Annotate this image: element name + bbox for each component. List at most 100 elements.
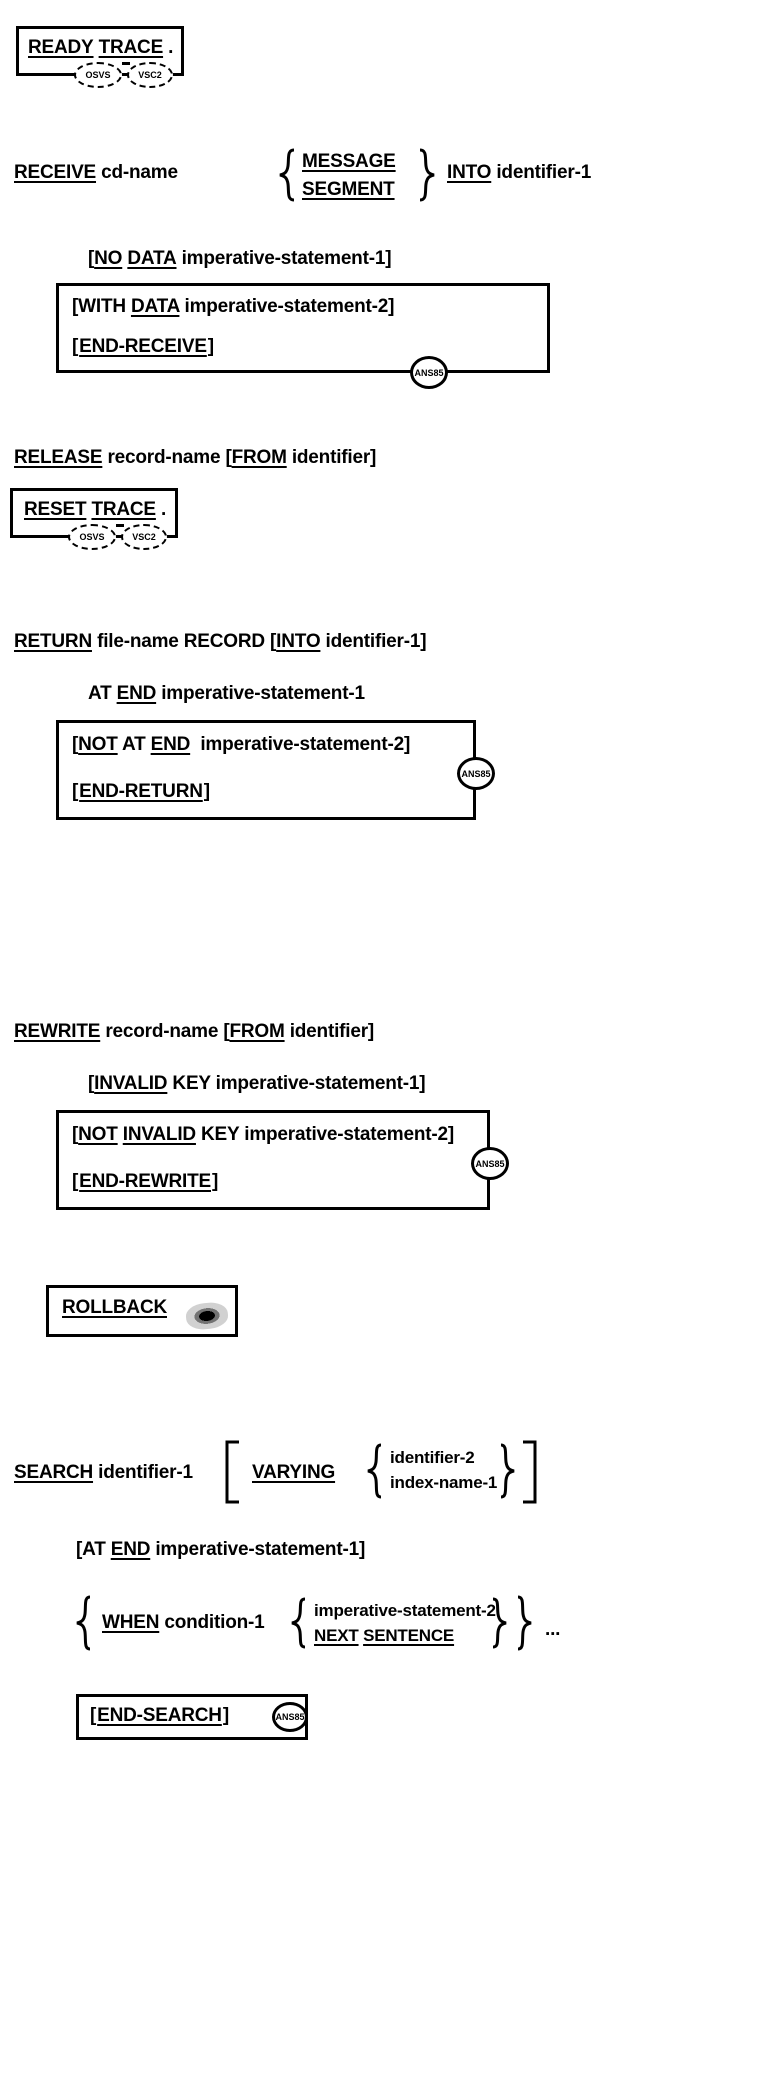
reset-trace-statement: RESET TRACE . [24, 500, 166, 519]
search-at-end-option: [AT END imperative-statement-1] [76, 1540, 365, 1559]
keyword-rewrite: REWRITE [14, 1021, 101, 1042]
release-statement: RELEASE record-name [FROM identifier] [14, 448, 376, 467]
keyword-reset: RESET [24, 499, 87, 520]
osvs-bubble-1: OSVS [74, 62, 122, 88]
keyword-record: RECORD [183, 631, 265, 652]
bracket-close-2: ] [207, 336, 214, 357]
keyword-end-1: END [116, 683, 157, 704]
keyword-invalid-1: INVALID [94, 1073, 168, 1094]
ans85-bubble-search: ANS85 [272, 1702, 308, 1732]
brace-right-receive [419, 148, 435, 202]
keyword-from-2: FROM [229, 1021, 285, 1042]
operand-identifier-1c: identifier-1 [325, 631, 421, 652]
bracket-open-2: [ [72, 336, 79, 357]
bracket-right-search [523, 1440, 537, 1504]
keyword-varying-wrap: VARYING [252, 1463, 335, 1482]
keyword-end-3: END [110, 1539, 151, 1560]
alternative-segment: SEGMENT [302, 180, 395, 199]
operand-identifier-1e: identifier-1 [98, 1462, 193, 1483]
bracket-open-3: [ [225, 447, 232, 468]
keyword-end-2: END [150, 734, 191, 755]
at-end-prefix: [AT [76, 1539, 111, 1560]
at-prefix-1: AT [88, 683, 117, 704]
keyword-from-1: FROM [231, 447, 287, 468]
keyword-data-2: DATA [130, 296, 180, 317]
receive-no-data-option: [NO DATA imperative-statement-1] [88, 248, 392, 269]
ans85-bubble-return: ANS85 [457, 757, 495, 790]
brace-left-receive [279, 148, 295, 202]
operand-identifier-1b: identifier] [291, 447, 377, 468]
return-head: RETURN file-name RECORD [INTO identifier… [14, 631, 427, 652]
keyword-when: WHEN [102, 1612, 160, 1633]
bubble-connector-2 [116, 524, 124, 527]
with-prefix: [WITH [72, 296, 131, 317]
bracket-close-4: ] [420, 631, 427, 652]
keyword-invalid-2: INVALID [122, 1124, 196, 1145]
keyword-end-return: END-RETURN [79, 781, 203, 802]
imperative-statement-1c: imperative-statement-1 [150, 1539, 359, 1560]
bracket-open-4: [ [270, 631, 277, 652]
at-mid-1: AT [117, 734, 151, 755]
keyword-sentence: SENTENCE [363, 1626, 455, 1645]
search-end-line: [END-SEARCH] [90, 1706, 229, 1725]
search-alt-index-name-1: index-name-1 [390, 1474, 497, 1491]
search-when-alt-next-sentence: NEXT SENTENCE [314, 1627, 454, 1644]
search-when-alt-imperative: imperative-statement-2 [314, 1602, 496, 1619]
keyword-release: RELEASE [14, 447, 103, 468]
bracket-open-5: [ [72, 734, 79, 755]
operand-identifier-1: identifier-1 [496, 162, 592, 183]
key-imp-2: KEY imperative-statement-2] [195, 1124, 454, 1145]
keyword-receive: RECEIVE [14, 162, 97, 183]
bracket-close-10: ] [212, 1171, 219, 1192]
operand-identifier-1d: identifier] [289, 1021, 375, 1042]
keyword-ready: READY [28, 37, 94, 58]
keyword-varying: VARYING [252, 1462, 336, 1483]
ellipsis-mark: ... [545, 1619, 561, 1640]
brace-left-when-inner [291, 1597, 306, 1649]
keyword-into-1: INTO [447, 162, 492, 183]
bracket-open-6: [ [72, 781, 79, 802]
search-ellipsis: ... [545, 1620, 560, 1639]
keyword-not-1: NOT [78, 734, 118, 755]
operand-imperative-statement-1a: imperative-statement-1] [181, 248, 392, 269]
brace-right-search [500, 1443, 515, 1499]
imperative-statement-2a: imperative-statement-2] [179, 296, 395, 317]
operand-record-name-2: record-name [105, 1021, 219, 1042]
bracket-left-search [225, 1440, 239, 1504]
keyword-trace-2: TRACE [91, 499, 156, 520]
rewrite-not-invalid-line: [NOT INVALID KEY imperative-statement-2] [72, 1125, 454, 1144]
operand-condition-1: condition-1 [164, 1612, 265, 1633]
keyword-segment: SEGMENT [302, 179, 395, 200]
operand-index-name-1: index-name-1 [390, 1473, 498, 1492]
operand-imperative-statement-2c: imperative-statement-2 [314, 1601, 496, 1620]
bracket-open-1: [ [88, 248, 95, 269]
receive-end-line: [END-RECEIVE] [72, 337, 214, 356]
brace-right-when-inner [492, 1597, 507, 1649]
period-1: . [168, 37, 174, 58]
brace-left-when [76, 1595, 91, 1651]
operand-record-name-1: record-name [107, 447, 221, 468]
bracket-close-6: ] [203, 781, 210, 802]
key-imp-1: KEY imperative-statement-1] [167, 1073, 426, 1094]
keyword-rollback: ROLLBACK [62, 1297, 167, 1318]
bracket-close-12: ] [222, 1705, 229, 1726]
bracket-open-12: [ [90, 1705, 97, 1726]
imperative-statement-2b: imperative-statement-2] [195, 734, 411, 755]
keyword-no: NO [94, 248, 123, 269]
ans85-bubble-rewrite: ANS85 [471, 1147, 509, 1180]
keyword-end-rewrite: END-REWRITE [79, 1171, 211, 1192]
search-head: SEARCH identifier-1 [14, 1463, 193, 1482]
bracket-open-9: [ [72, 1124, 79, 1145]
osvs-bubble-2: OSVS [68, 524, 116, 550]
ans85-bubble-receive: ANS85 [410, 356, 448, 389]
rewrite-end-line: [END-REWRITE] [72, 1172, 218, 1191]
imperative-statement-1b: imperative-statement-1 [156, 683, 365, 704]
keyword-into-2: INTO [276, 631, 321, 652]
alternative-message: MESSAGE [302, 152, 396, 171]
bracket-open-7: [ [223, 1021, 230, 1042]
receive-head: RECEIVE cd-name [14, 163, 178, 182]
rollback-statement: ROLLBACK [62, 1298, 167, 1317]
keyword-end-search: END-SEARCH [97, 1705, 222, 1726]
ready-trace-statement: READY TRACE . [28, 38, 173, 57]
